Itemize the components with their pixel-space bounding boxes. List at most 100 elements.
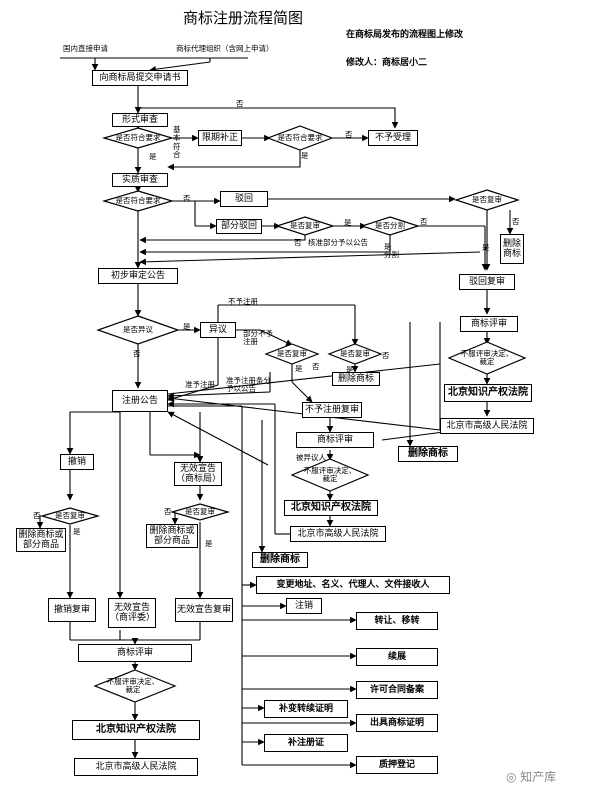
delete-mark-box-4: 删除商标 [252, 552, 308, 568]
diamond-tr-board-3 [93, 669, 177, 703]
note-source: 在商标局发布的流程图上修改 [346, 30, 464, 40]
diamond-partial-review [275, 216, 335, 236]
diamond-correction-ok [266, 125, 334, 151]
diamond-formal-ok [101, 127, 175, 149]
diamond-invalid-review-label: 是否复审 [185, 506, 215, 516]
diamond-opp-review-2 [327, 343, 383, 365]
label-no-4: 否 [420, 217, 428, 226]
beijing-ip-court-box-3: 北京知识产权法院 [72, 720, 200, 740]
registration-publication-box: 注册公告 [112, 390, 168, 412]
beijing-ip-court-box-1: 北京知识产权法院 [444, 384, 532, 402]
wechat-icon: ◎ [506, 770, 521, 784]
delete-goods-box-1: 删除商标或部分商品 [16, 528, 66, 552]
diamond-tr-board-1 [447, 341, 527, 375]
label-yes-4: 是 [384, 242, 392, 251]
diamond-formal-ok-label: 是否符合要求 [115, 132, 161, 142]
partial-reject-box: 部分驳回 [216, 219, 262, 234]
service-issue-cert-box: 出具商标证明 [356, 714, 438, 732]
diamond-opp-review-2-label: 是否复审 [340, 348, 370, 358]
label-no-9: 否 [382, 351, 390, 360]
diamond-opposition [96, 315, 180, 345]
service-pledge-box: 质押登记 [356, 756, 438, 774]
header-domestic: 国内直接申请 [63, 44, 108, 53]
diamond-partial-split-label: 是否分割 [375, 220, 405, 230]
label-yes-9: 是 [73, 527, 81, 536]
label-no-6: 否 [512, 217, 520, 226]
label-no-8: 否 [312, 362, 320, 371]
revoke-box: 撤销 [60, 454, 94, 470]
diamond-tr-board-3-label: 不服评审决定、裁定 [106, 676, 160, 694]
label-yes-1: 是 [149, 152, 157, 161]
tr-board-box-1: 商标评审 [460, 316, 518, 332]
refuse-reg-review-box: 不予注册复审 [302, 402, 362, 418]
diamond-revoke-review [39, 507, 101, 525]
delete-mark-box-3: 删除商标 [398, 446, 458, 462]
service-change-box: 变更地址、名义、代理人、文件接收人 [256, 576, 450, 594]
label-partial-not-register: 部分不予注册 [243, 329, 273, 347]
label-approve-part: 准予注册条分予以公告 [226, 376, 271, 394]
diamond-tr-board-1-label: 不服评审决定、裁定 [460, 348, 514, 366]
label-basic-meets: 基本符合 [173, 125, 181, 159]
delete-mark-box-1: 删除商标 [500, 234, 524, 264]
label-no-7: 否 [133, 349, 141, 358]
reject-review-box: 驳回复审 [459, 274, 515, 290]
diamond-reject-review-label: 是否复审 [472, 194, 502, 204]
diamond-correction-ok-label: 是否符合要求 [277, 132, 323, 142]
diamond-subst-ok [101, 190, 175, 212]
substantive-review-box: 实质审查 [112, 173, 168, 187]
delete-goods-box-2: 删除商标或部分商品 [146, 524, 198, 548]
note-editor: 修改人：商标居小二 [346, 58, 428, 68]
service-cancel-box: 注销 [286, 598, 322, 614]
beijing-ip-court-box-2: 北京知识产权法院 [284, 500, 378, 516]
beijing-high-court-box-1: 北京市高级人民法院 [440, 418, 534, 434]
label-yes-2: 是 [301, 151, 309, 160]
formal-review-box: 形式审查 [112, 113, 168, 127]
beijing-high-court-box-3: 北京市高级人民法院 [74, 758, 198, 776]
not-accepted-box: 不予受理 [368, 130, 418, 146]
label-yes-8: 是 [346, 365, 354, 374]
diamond-reject-review [454, 189, 520, 211]
prelim-publication-box: 初步审定公告 [98, 268, 178, 284]
label-opposer: 被异议人 [296, 453, 326, 462]
tr-board-box-3: 商标评审 [78, 644, 192, 662]
label-split: 分割 [384, 250, 399, 259]
page-title: 商标注册流程简图 [183, 9, 304, 27]
diamond-opposition-label: 是否异议 [123, 324, 153, 334]
label-no-1: 否 [236, 99, 244, 108]
service-license-box: 许可合同备案 [356, 681, 438, 699]
diamond-partial-review-label: 是否复审 [290, 220, 320, 230]
diamond-invalid-review [169, 503, 231, 521]
label-not-register: 不予注册 [228, 297, 258, 306]
diamond-partial-split [360, 216, 420, 236]
delete-mark-box-2: 删除商标 [332, 372, 380, 386]
header-agency: 商标代理组织（含网上申请） [176, 44, 274, 53]
service-renew-box: 续展 [356, 648, 438, 666]
diamond-subst-ok-label: 是否符合要求 [115, 195, 161, 205]
opposition-box: 异议 [200, 322, 236, 338]
label-yes-3: 是 [344, 218, 352, 227]
invalid-review-box: 无效宣告复审 [175, 598, 233, 622]
submit-application-box: 向商标局提交申请书 [92, 70, 188, 86]
label-no-3: 否 [183, 194, 191, 203]
diamond-tr-board-2-label: 不服评审决定、裁定 [303, 465, 357, 483]
label-no-11: 否 [164, 507, 172, 516]
diamond-opp-review-label: 是否复审 [277, 348, 307, 358]
label-yes-6: 是 [183, 322, 191, 331]
rejected-box: 驳回 [220, 191, 268, 207]
label-no-2: 否 [345, 130, 353, 139]
invalid-office-box: 无效宣告（商标局） [174, 462, 222, 486]
service-reg-cert-box: 补注册证 [264, 734, 348, 752]
correction-box: 限期补正 [198, 130, 242, 146]
beijing-high-court-box-2: 北京市高级人民法院 [290, 526, 386, 542]
diamond-revoke-review-label: 是否复审 [55, 510, 85, 520]
label-no-5: 否 [294, 238, 302, 247]
diamond-opp-review [264, 343, 320, 365]
revoke-review-box: 撤销复审 [48, 598, 96, 622]
service-transfer-box: 转让、移转 [356, 612, 438, 630]
watermark: ◎ 知产库 [506, 770, 557, 784]
tr-board-box-2: 商标评审 [296, 432, 374, 448]
label-yes-7: 是 [295, 364, 303, 373]
label-approved-partial: 核准部分予以公告 [308, 238, 368, 247]
label-yes-10: 是 [205, 539, 213, 548]
